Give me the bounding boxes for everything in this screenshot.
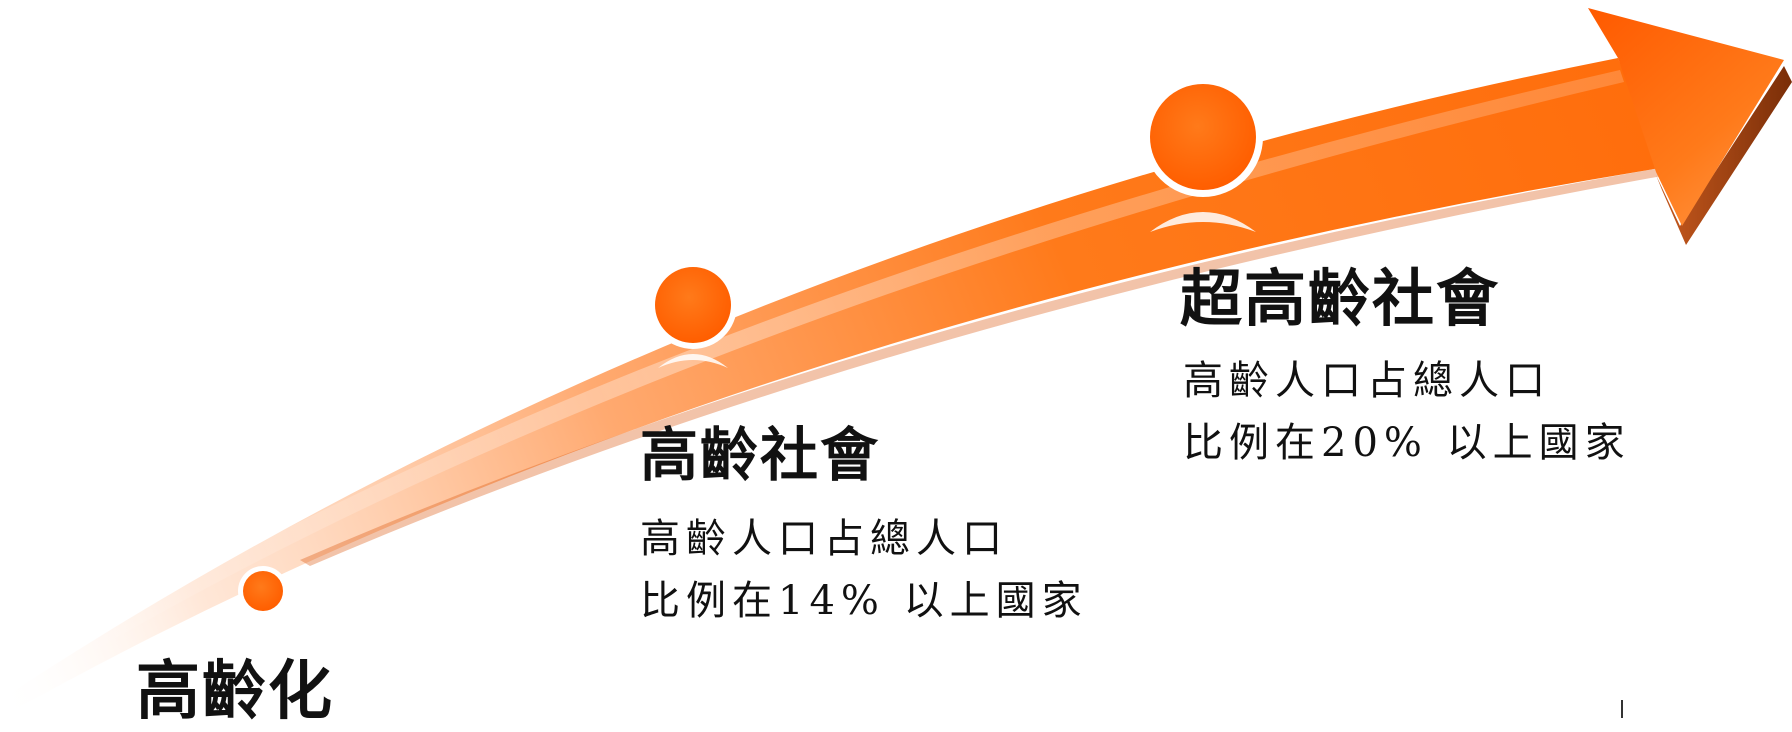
stage-2-description: 高齡人口占總人口 比例在14% 以上國家 (640, 508, 1088, 632)
stage-3-title: 超高齡社會 (1180, 262, 1501, 335)
stage-2-desc-line-1: 高齡人口占總人口 (640, 516, 1008, 562)
arrow-body (0, 58, 1660, 718)
arrow-head (1588, 8, 1784, 226)
stage-2-desc-line-2: 比例在14% 以上國家 (640, 578, 1088, 624)
stage-3-desc-line-1: 高齡人口占總人口 (1183, 358, 1551, 404)
arrow-head-side (1656, 66, 1792, 245)
stage-1-title: 高齡化 (136, 654, 334, 729)
milestone-dot-1 (238, 566, 288, 634)
milestone-dot-3 (1143, 77, 1263, 232)
stage-3-desc-line-2: 比例在20% 以上國家 (1183, 420, 1631, 466)
stage-3-description: 高齡人口占總人口 比例在20% 以上國家 (1183, 350, 1631, 474)
milestone-dot-2 (649, 261, 737, 368)
stage-2-title: 高齡社會 (640, 421, 881, 489)
